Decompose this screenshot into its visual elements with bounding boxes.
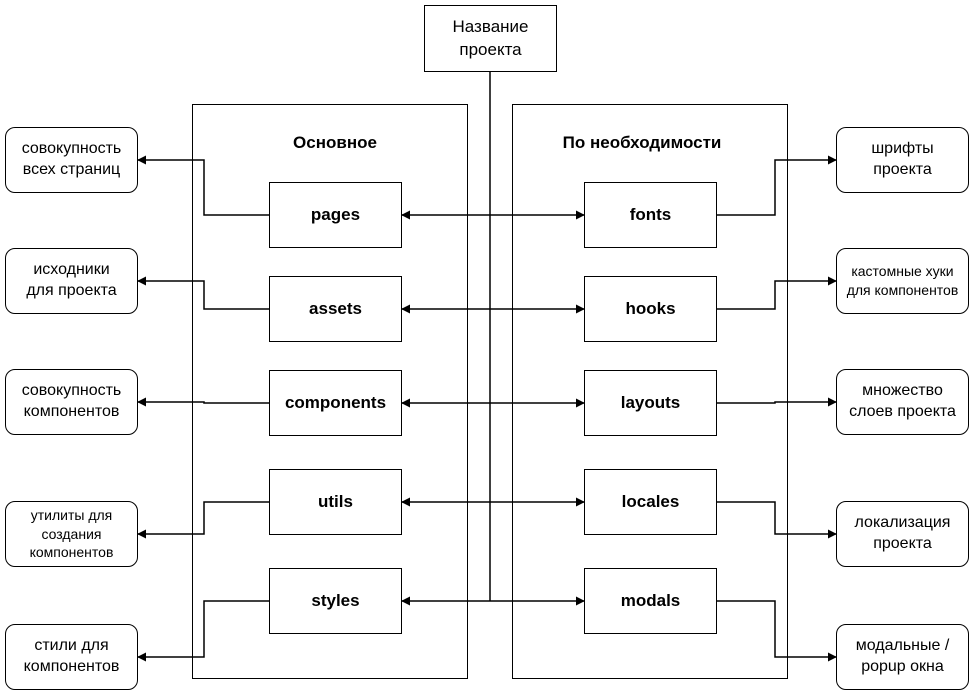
folder-hooks: hooks [584, 276, 717, 342]
project-title: Название проекта [452, 17, 529, 59]
desc-styles: стили для компонентов [5, 624, 138, 690]
desc-pages: совокупность всех страниц [5, 127, 138, 193]
main-group [192, 104, 468, 679]
connector-fonts-desc [717, 155, 837, 216]
folder-modals: modals [584, 568, 717, 634]
desc-locales: локализация проекта [836, 501, 969, 567]
folder-label: modals [620, 590, 681, 610]
folder-pages: pages [269, 182, 402, 248]
desc-text: модальные / popup окна [855, 637, 950, 675]
desc-hooks: кастомные хуки для компонентов [836, 248, 969, 314]
folder-components: components [269, 370, 402, 436]
desc-utils: утилиты для создания компонентов [5, 501, 138, 567]
folder-locales: locales [584, 469, 717, 535]
optional-group [512, 104, 788, 679]
connector-assets-desc [137, 276, 269, 310]
connector-components-desc [137, 397, 269, 407]
desc-text: множество слоев проекта [849, 382, 956, 420]
desc-assets: исходники для проекта [5, 248, 138, 314]
folder-label: hooks [625, 298, 676, 318]
connector-styles-desc [137, 600, 269, 662]
desc-text: утилиты для создания компонентов [29, 506, 114, 561]
folder-label: layouts [620, 392, 681, 412]
folder-layouts: layouts [584, 370, 717, 436]
optional-group-title: По необходимости [562, 133, 722, 152]
folder-label: utils [318, 491, 353, 511]
folder-label: components [284, 392, 387, 412]
folder-label: pages [310, 204, 361, 224]
desc-text: совокупность компонентов [21, 382, 122, 420]
desc-modals: модальные / popup окна [836, 624, 969, 690]
folder-label: assets [309, 298, 362, 318]
folder-label: styles [311, 590, 360, 610]
folder-label: fonts [629, 204, 672, 224]
desc-text: стили для компонентов [23, 637, 120, 675]
connector-layouts-desc [717, 397, 837, 407]
connector-pages-desc [137, 155, 269, 216]
folder-fonts: fonts [584, 182, 717, 248]
desc-layouts: множество слоев проекта [836, 369, 969, 435]
folder-label: locales [621, 491, 680, 511]
connector-hooks-desc [717, 276, 837, 310]
desc-fonts: шрифты проекта [836, 127, 969, 193]
desc-components: совокупность компонентов [5, 369, 138, 435]
desc-text: кастомные хуки для компонентов [846, 263, 959, 298]
desc-text: совокупность всех страниц [21, 140, 122, 178]
main-group-title: Основное [293, 133, 377, 152]
desc-text: шрифты проекта [871, 140, 934, 178]
desc-text: исходники для проекта [26, 261, 117, 299]
desc-text: локализация проекта [854, 514, 951, 552]
connector-modals-desc [717, 600, 837, 662]
folder-utils: utils [269, 469, 402, 535]
connector-utils-desc [137, 501, 269, 539]
project-title-box: Название проекта [424, 5, 557, 72]
folder-assets: assets [269, 276, 402, 342]
connector-locales-desc [717, 501, 837, 539]
folder-styles: styles [269, 568, 402, 634]
